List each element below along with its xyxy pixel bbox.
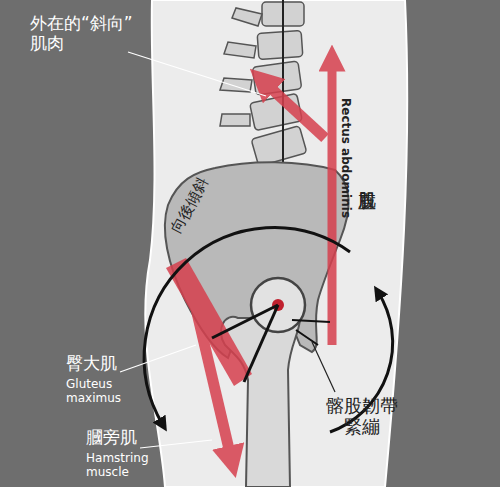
- motion-label: 向後傾斜: [168, 175, 211, 236]
- muscle-label: 臀大肌: [66, 354, 117, 374]
- muscle-arrows: [166, 58, 332, 462]
- ligament-label: 髂股韌帶 緊繃: [322, 396, 402, 437]
- muscle-label: 膕旁肌: [86, 428, 137, 448]
- muscle-label: Rectus abdominis: [338, 98, 352, 218]
- body-silhouette: [145, 0, 407, 487]
- leader-lines: [120, 52, 335, 448]
- muscle-label: Hamstring muscle: [86, 452, 156, 480]
- muscle-label: 外在的“斜向” 肌肉: [30, 14, 130, 53]
- muscle-label: Gluteus maximus: [66, 378, 136, 406]
